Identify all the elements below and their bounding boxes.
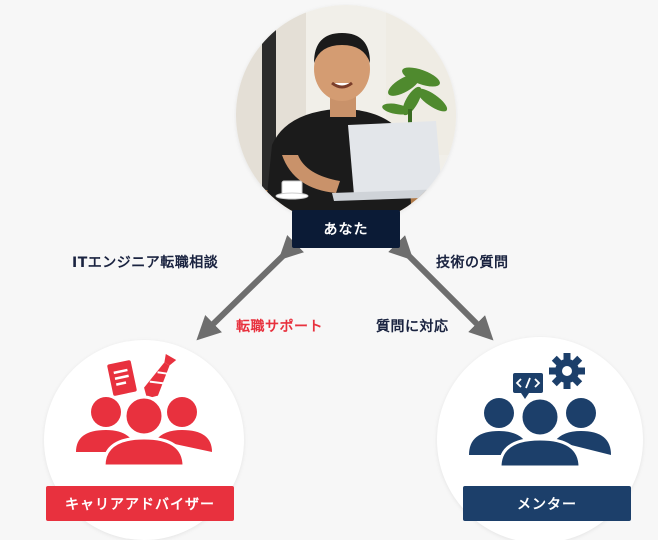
- gear-icon: [549, 353, 585, 389]
- mentor-label: メンター: [463, 486, 631, 521]
- advisor-label: キャリアアドバイザー: [46, 486, 234, 521]
- mentor-illustration: [469, 353, 611, 469]
- answer-question-caption: 質問に対応: [376, 319, 449, 335]
- people-group-icon: [469, 396, 611, 469]
- tech-question-caption: 技術の質問: [436, 255, 509, 271]
- advisor-illustration: [76, 353, 212, 468]
- people-group-icon: [76, 395, 212, 468]
- you-label: あなた: [292, 210, 400, 248]
- arrow-you-advisor: [196, 235, 304, 341]
- it-consult-caption: ITエンジニア転職相談: [72, 255, 219, 271]
- document-icon: [107, 360, 137, 396]
- necktie-icon: [144, 353, 177, 399]
- code-bubble-icon: [513, 373, 543, 399]
- career-support-caption: 転職サポート: [236, 319, 323, 335]
- arrow-you-mentor: [388, 235, 494, 341]
- person-photo-icon: [236, 5, 456, 225]
- you-photo: [236, 5, 456, 225]
